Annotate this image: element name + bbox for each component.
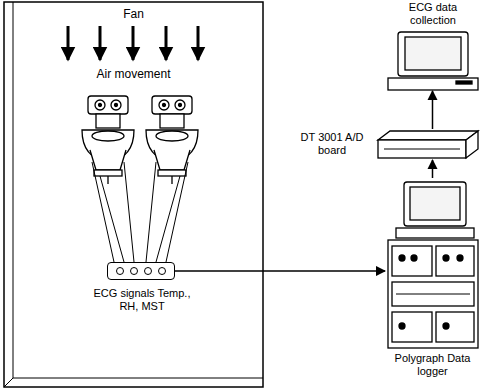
signal-arrow xyxy=(432,91,434,129)
node-label: Air movement xyxy=(4,68,263,81)
connector-sockets xyxy=(117,268,166,275)
node-label: Polygraph Data logger xyxy=(380,352,485,378)
animal-right xyxy=(146,96,198,184)
ad-board: DT 3001 A/D board xyxy=(375,129,480,160)
polygraph-icon xyxy=(388,182,478,348)
signal-arrow xyxy=(175,270,385,272)
animal-left xyxy=(82,96,134,184)
chamber-frame xyxy=(4,2,263,387)
computer-icon xyxy=(388,32,478,90)
fan-arrows xyxy=(68,26,198,60)
polygraph-data-logger: Polygraph Data logger xyxy=(385,178,480,350)
sensor-leads xyxy=(92,162,188,262)
node-label: Fan xyxy=(4,8,263,21)
node-label: ECG signals Temp., RH, MST xyxy=(88,287,196,313)
ad-board-icon xyxy=(378,131,478,158)
climate-chamber: FanAir movementECG signals Temp., RH, MS… xyxy=(4,2,263,387)
node-label: ECG data collection xyxy=(397,1,469,27)
node-label: DT 3001 A/D board xyxy=(297,131,367,157)
connector-block: ECG signals Temp., RH, MST xyxy=(107,262,175,280)
signal-arrow xyxy=(432,160,434,178)
data-collection-computer: ECG data collection xyxy=(385,31,480,91)
